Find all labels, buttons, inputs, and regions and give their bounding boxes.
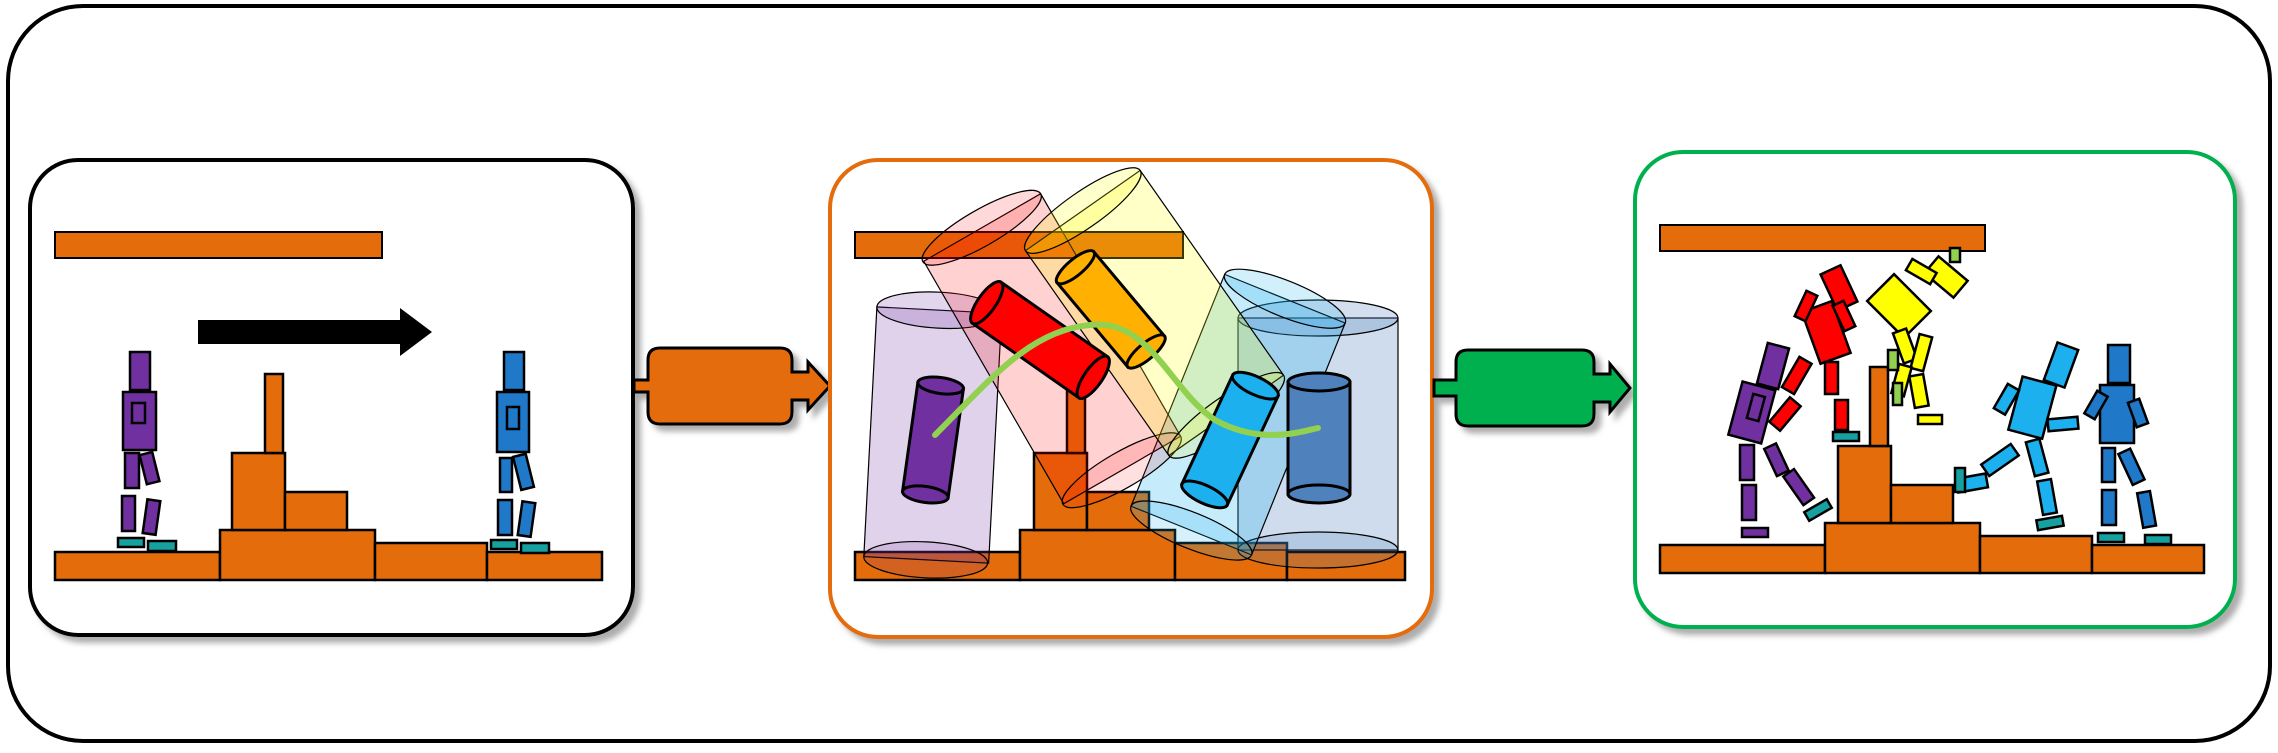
panel-environment xyxy=(28,158,635,637)
terrain-3 xyxy=(1658,365,2206,575)
green-block-arrow-icon xyxy=(1432,348,1632,428)
blue-robot-foot xyxy=(489,538,519,551)
red-robot-motion xyxy=(1767,263,1861,443)
panel-execution xyxy=(1633,150,2237,629)
trajectory-curve xyxy=(932,321,1321,438)
panel-1-border xyxy=(28,158,635,637)
panel-motion-plan xyxy=(828,158,1434,639)
ceiling-bar xyxy=(854,231,1184,259)
panel-2-border xyxy=(828,158,1434,639)
yellow-robot-motion xyxy=(1865,246,1970,426)
blue-robot-foot xyxy=(519,541,551,555)
blue-robot xyxy=(489,350,551,555)
ceiling-bar xyxy=(54,231,383,259)
purple-robot-foot xyxy=(116,536,146,549)
purple-robot xyxy=(116,350,178,553)
lightblue-robot-motion xyxy=(1953,340,2080,532)
purple-robot-motion xyxy=(1726,341,1834,539)
terrain-1 xyxy=(53,372,604,582)
blue-robot-motion xyxy=(2082,343,2173,546)
ceiling-bar xyxy=(1659,224,1986,252)
right-arrow-icon xyxy=(198,308,432,356)
orange-block-arrow-icon xyxy=(632,346,833,426)
purple-robot-foot xyxy=(146,539,178,553)
panel-3-border xyxy=(1633,150,2237,629)
